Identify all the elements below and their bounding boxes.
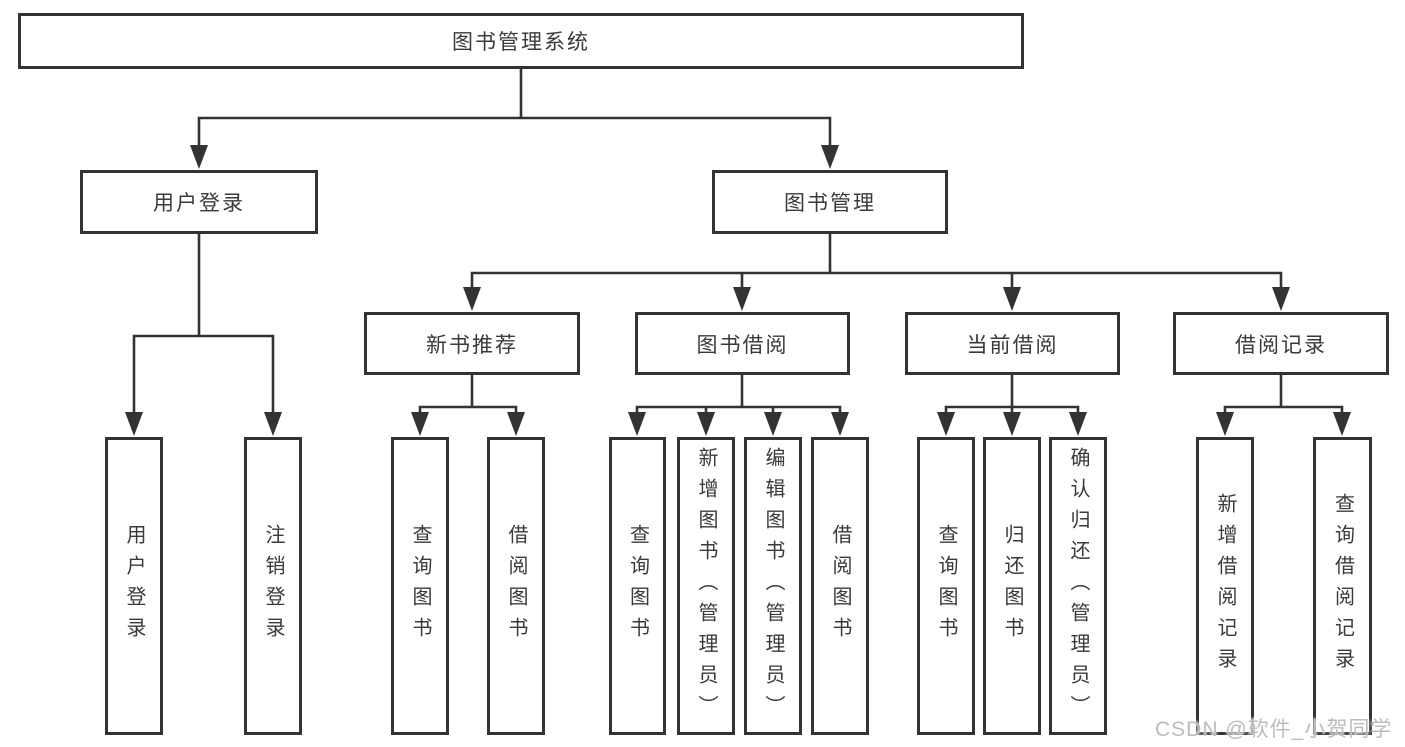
leaf-borrow-books-label: 借阅图书: [829, 524, 851, 648]
leaf-confirm-return-admin: 确认归还（管理员）: [1049, 437, 1107, 735]
connector-borrow-records-leaves: [1216, 375, 1351, 436]
leaf-add-book-admin: 新增图书（管理员）: [677, 437, 735, 735]
connector-new-book-leaves: [411, 375, 525, 436]
leaf-query-books-current-label: 查询图书: [935, 524, 957, 648]
leaf-edit-book-admin-label: 编辑图书（管理员）: [762, 446, 784, 726]
node-borrow-records: 借阅记录: [1173, 312, 1389, 375]
connector-current-borrow-leaves: [937, 375, 1087, 436]
leaf-add-borrow-record-label: 新增借阅记录: [1214, 493, 1236, 679]
leaf-edit-book-admin: 编辑图书（管理员）: [744, 437, 802, 735]
leaf-return-books: 归还图书: [983, 437, 1041, 735]
leaf-borrow-books: 借阅图书: [811, 437, 869, 735]
leaf-user-login-label: 用户登录: [123, 524, 145, 648]
leaf-query-borrow-record: 查询借阅记录: [1313, 437, 1372, 735]
leaf-add-borrow-record: 新增借阅记录: [1196, 437, 1254, 735]
connector-user-login-leaves: [125, 234, 282, 436]
leaf-logout-label: 注销登录: [262, 524, 284, 648]
leaf-logout: 注销登录: [244, 437, 302, 735]
node-new-book-recommend: 新书推荐: [364, 312, 580, 375]
leaf-query-borrow-record-label: 查询借阅记录: [1331, 493, 1354, 679]
leaf-borrow-books-recommend: 借阅图书: [487, 437, 545, 735]
csdn-watermark: CSDN @软件_小贺同学: [1155, 718, 1393, 741]
leaf-add-book-admin-label: 新增图书（管理员）: [695, 446, 717, 726]
node-root-system: 图书管理系统: [18, 13, 1024, 69]
leaf-query-books-current: 查询图书: [917, 437, 975, 735]
leaf-confirm-return-admin-label: 确认归还（管理员）: [1067, 446, 1089, 726]
connector-book-management-sections: [463, 234, 1290, 311]
leaf-user-login: 用户登录: [105, 437, 163, 735]
node-book-borrow: 图书借阅: [635, 312, 850, 375]
leaf-query-books-recommend: 查询图书: [391, 437, 449, 735]
leaf-query-books-recommend-label: 查询图书: [409, 524, 431, 648]
leaf-return-books-label: 归还图书: [1001, 524, 1023, 648]
connector-book-borrow-leaves: [628, 375, 849, 436]
leaf-query-books-borrow-label: 查询图书: [626, 524, 649, 648]
node-book-management: 图书管理: [712, 170, 948, 234]
connector-root-to-branches: [190, 69, 839, 169]
leaf-query-books-borrow: 查询图书: [609, 437, 666, 735]
node-current-borrow: 当前借阅: [905, 312, 1120, 375]
leaf-borrow-books-recommend-label: 借阅图书: [505, 524, 527, 648]
node-user-login: 用户登录: [80, 170, 318, 234]
